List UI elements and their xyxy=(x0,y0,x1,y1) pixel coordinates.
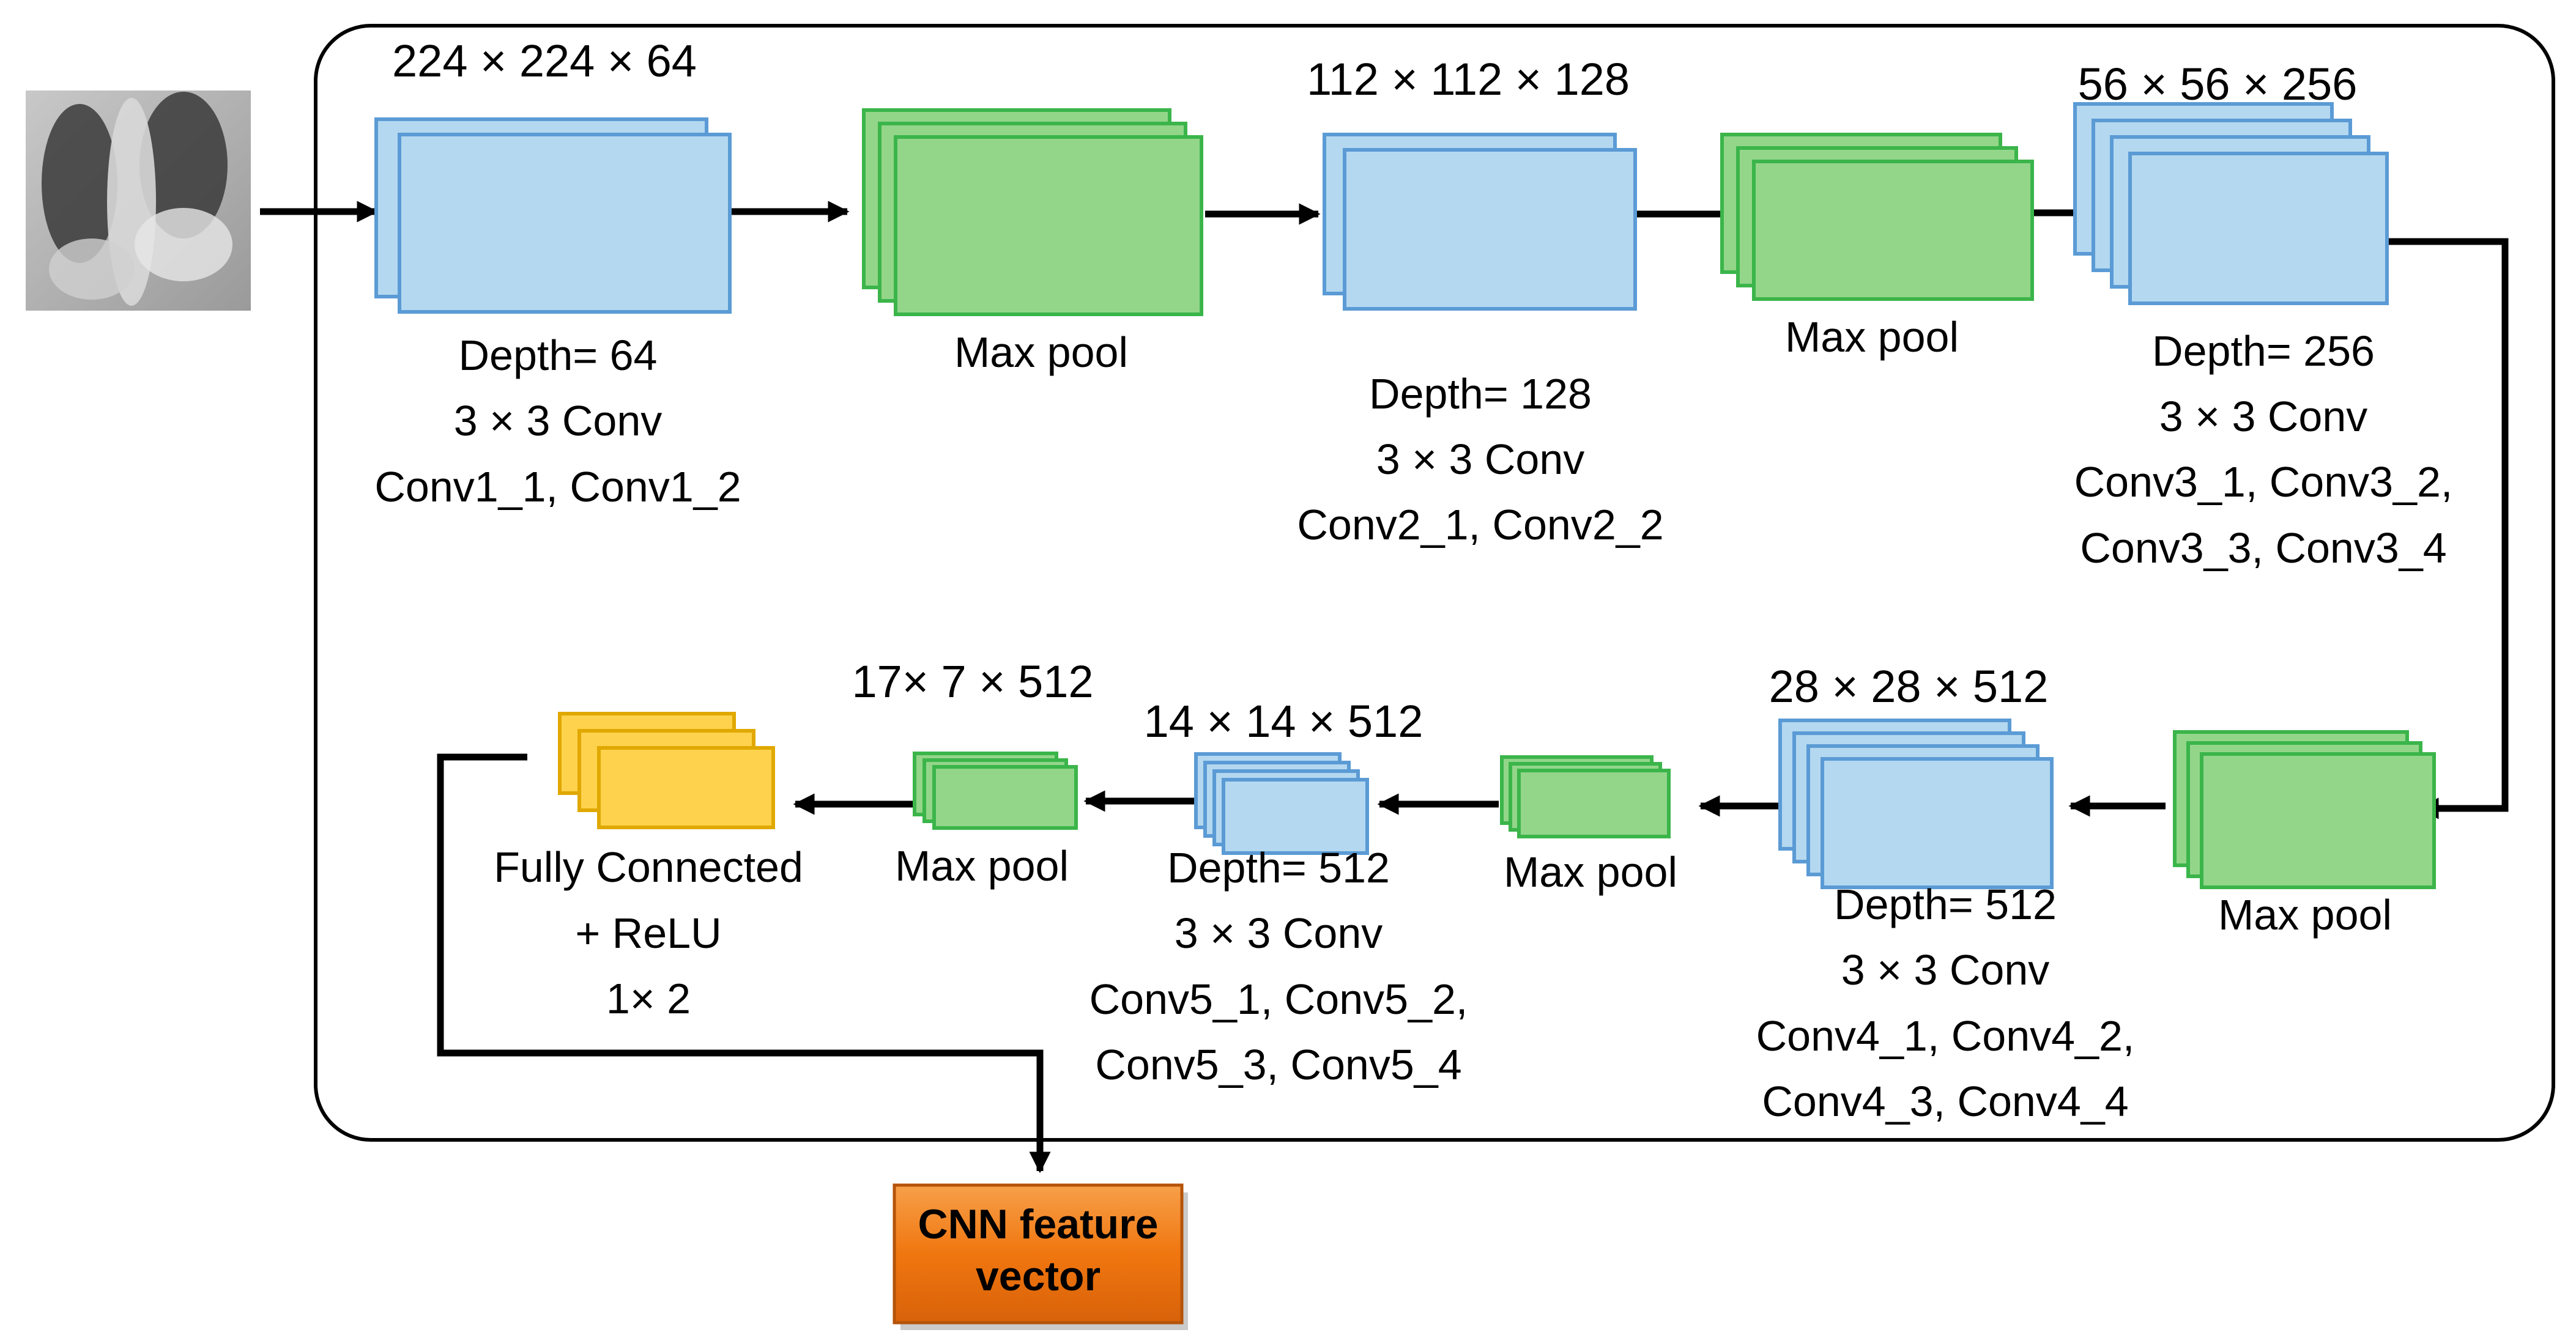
conv1-dims: 224 × 224 × 64 xyxy=(392,35,697,86)
output-box: CNN feature vector xyxy=(893,1183,1188,1330)
conv4-block xyxy=(1778,719,2054,889)
pool3-block-layer-3 xyxy=(2200,752,2436,889)
conv3-depth: Depth= 256 xyxy=(2152,327,2375,375)
pool3-label: Max pool xyxy=(2218,891,2392,939)
chest-xray-image xyxy=(26,91,251,311)
conv5-depth: Depth= 512 xyxy=(1167,844,1390,892)
conv5-dims: 14 × 14 × 512 xyxy=(1144,696,1423,747)
conv5-kernel: 3 × 3 Conv xyxy=(1175,909,1383,957)
conv3-kernel: 3 × 3 Conv xyxy=(2159,393,2368,440)
conv3-block-layer-4 xyxy=(2128,152,2389,305)
conv1-block-layer-2 xyxy=(398,133,732,314)
pool5-label: Max pool xyxy=(895,842,1069,890)
pool5-block xyxy=(913,752,1078,830)
conv3-dims: 56 × 56 × 256 xyxy=(2078,59,2358,109)
conv1-block xyxy=(374,117,732,314)
dimension-labels: 224 × 224 × 64 112 × 112 × 128 56 × 56 ×… xyxy=(392,35,2357,747)
pool1-label: Max pool xyxy=(954,328,1128,376)
fc-label-line-1: Fully Connected xyxy=(494,843,803,891)
conv2-block xyxy=(1323,133,1637,311)
pool4-block xyxy=(1500,755,1671,838)
conv2-depth: Depth= 128 xyxy=(1369,370,1592,418)
fc-block xyxy=(558,712,775,829)
conv3-block xyxy=(2073,102,2389,305)
conv4-depth: Depth= 512 xyxy=(1834,881,2057,928)
conv4-layers-a: Conv4_1, Conv4_2, xyxy=(1756,1012,2135,1060)
pool2-block xyxy=(1720,133,2034,301)
conv4-block-layer-4 xyxy=(1821,757,2054,889)
arrow-fc-output xyxy=(437,753,1051,1174)
pool2-block-layer-3 xyxy=(1752,160,2034,301)
conv3-layers-b: Conv3_3, Conv3_4 xyxy=(2080,524,2446,572)
network-frame xyxy=(314,24,2555,1142)
output-label-line-1: CNN feature xyxy=(918,1201,1159,1247)
conv5-block-layer-4 xyxy=(1222,778,1369,855)
conv5-block xyxy=(1194,752,1369,855)
conv2-layers: Conv2_1, Conv2_2 xyxy=(1297,501,1663,549)
conv5-layers-b: Conv5_3, Conv5_4 xyxy=(1095,1041,1461,1089)
fc-label-line-2: + ReLU xyxy=(575,909,721,957)
conv2-dims: 112 × 112 × 128 xyxy=(1307,54,1630,105)
pool5-block-layer-3 xyxy=(932,765,1078,830)
output-label-line-2: vector xyxy=(976,1253,1101,1299)
conv1-layers: Conv1_1, Conv1_2 xyxy=(374,463,741,511)
pool2-label: Max pool xyxy=(1785,313,1959,361)
conv3-layers-a: Conv3_1, Conv3_2, xyxy=(2074,458,2453,506)
pool1-block-layer-3 xyxy=(894,135,1203,316)
fc-label-line-3: 1× 2 xyxy=(606,975,691,1022)
block-labels: Depth= 64 3 × 3 Conv Conv1_1, Conv1_2 Ma… xyxy=(374,313,2452,1125)
fc-block-layer-3 xyxy=(597,746,775,829)
blocks-layer xyxy=(374,102,2436,889)
conv5-layers-a: Conv5_1, Conv5_2, xyxy=(1089,975,1468,1023)
conv1-depth: Depth= 64 xyxy=(459,331,658,379)
pool1-block xyxy=(862,108,1203,316)
conv4-dims: 28 × 28 × 512 xyxy=(1769,661,2049,712)
pool3-block xyxy=(2173,730,2436,889)
conv4-layers-b: Conv4_3, Conv4_4 xyxy=(1762,1077,2128,1125)
arrow-conv3-pool3 xyxy=(2386,238,2509,819)
pool4-block-layer-3 xyxy=(1517,769,1671,838)
pool4-label: Max pool xyxy=(1504,848,1677,896)
conv1-kernel: 3 × 3 Conv xyxy=(454,397,663,445)
pool5-dims: 17× 7 × 512 xyxy=(852,656,1093,707)
conv2-block-layer-2 xyxy=(1343,148,1637,311)
conv4-kernel: 3 × 3 Conv xyxy=(1841,946,2050,994)
conv2-kernel: 3 × 3 Conv xyxy=(1376,435,1585,483)
